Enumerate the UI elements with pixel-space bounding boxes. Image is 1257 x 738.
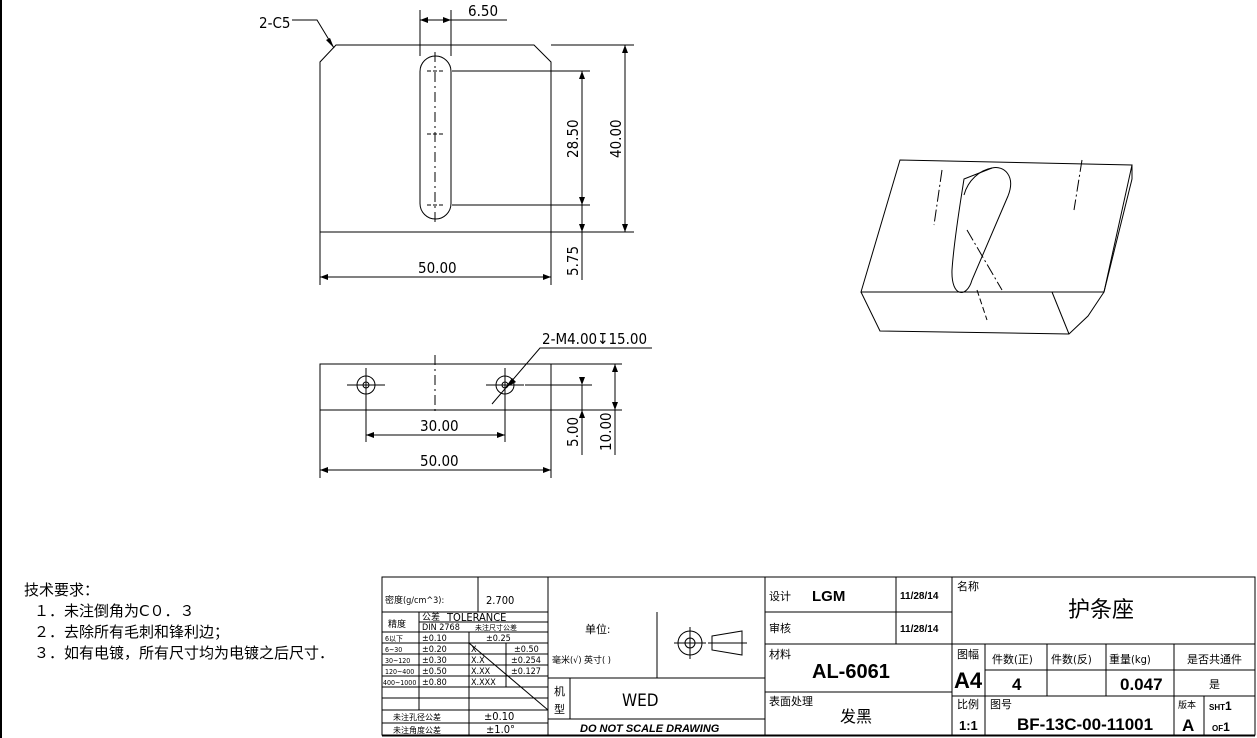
svg-text:审核: 审核 [769,621,791,635]
notes-title: 技术要求： [24,581,100,599]
dim-height: 40.00 [607,119,625,158]
note-item: ２．去除所有毛刺和锋利边； [34,623,230,641]
svg-text:±1.0°: ±1.0° [486,723,515,736]
svg-text:X.XXX: X.XXX [471,678,496,688]
sheet-size: A4 [954,668,983,693]
machine-label-2: 型 [554,702,565,716]
thread-leader [491,347,652,405]
dim-slot-length: 28.50 [564,119,582,158]
precision-label: 精度 [388,618,406,630]
revision: A [1182,716,1194,735]
of-label: OF1 [1212,720,1230,734]
svg-text:未注孔径公差: 未注孔径公差 [393,712,441,722]
scale: 1:1 [959,718,978,733]
svg-text:X.X: X.X [471,656,485,666]
svg-text:±0.254: ±0.254 [511,656,541,666]
material: AL-6061 [812,661,890,683]
svg-text:±0.10: ±0.10 [484,710,514,723]
svg-text:DIN 2768: DIN 2768 [422,623,460,633]
common-part: 是 [1209,678,1220,691]
part-name: 护条座 [1068,598,1134,623]
dim-hole-height: 5.00 [564,417,582,447]
svg-text:±0.30: ±0.30 [422,656,447,666]
dim-hole-spacing: 30.00 [420,417,459,435]
no-scale-note: DO NOT SCALE DRAWING [580,723,720,735]
svg-text:件数(反): 件数(反) [1051,653,1092,666]
svg-text:400~1000: 400~1000 [383,679,416,687]
dim-top-width: 50.00 [418,259,457,277]
unit-value: 毫米(√) 英寸( ) [552,654,611,666]
svg-text:是否共通件: 是否共通件 [1187,653,1242,666]
svg-text:X.XX: X.XX [471,667,491,677]
svg-text:6以下: 6以下 [385,635,403,643]
design-date: 11/28/14 [900,591,939,602]
svg-text:设计: 设计 [769,590,791,603]
note-item: ３．如有电镀，所有尺寸均为电镀之后尺寸． [34,644,335,662]
dim-slot-width: 6.50 [468,2,498,20]
svg-text:6~30: 6~30 [385,646,402,654]
svg-text:±0.127: ±0.127 [511,667,541,677]
machine-label-1: 机 [554,684,565,698]
isometric-view [860,159,1133,335]
svg-text:±0.80: ±0.80 [422,678,447,688]
weight: 0.047 [1120,675,1163,694]
svg-text:图号: 图号 [990,698,1012,711]
svg-text:名称: 名称 [957,579,979,593]
density-label: 密度(g/cm^3): [385,594,444,606]
svg-text:件数(正): 件数(正) [992,653,1033,666]
svg-text:表面处理: 表面处理 [769,694,813,708]
technical-requirements: 技术要求： １．未注倒角为C０．３ ２．去除所有毛刺和锋利边； ３．如有电镀，所… [24,580,334,664]
designer: LGM [812,588,845,605]
qty-pos: 4 [1012,675,1022,694]
svg-text:比例: 比例 [957,697,979,711]
iso-slot [951,167,1012,293]
chamfer-label: 2-C5 [259,14,290,32]
thread-callout: 2-M4.00↧15.00 [542,330,647,348]
svg-text:未注角度公差: 未注角度公差 [393,725,441,735]
machine-value: WED [622,691,659,711]
svg-text:±0.25: ±0.25 [486,634,511,644]
svg-text:±0.50: ±0.50 [422,667,447,677]
dim-bottom-offset: 5.75 [564,246,582,276]
title-block [381,576,1256,737]
svg-text:材料: 材料 [769,647,791,661]
top-view [292,10,634,285]
svg-text:±0.50: ±0.50 [514,645,539,655]
sheet-label: SHT1 [1209,699,1232,713]
svg-text:X: X [471,645,477,655]
tolerance-title: TOLERANCE [446,611,506,624]
drawing-number: BF-13C-00-11001 [1017,715,1153,734]
svg-text:±0.20: ±0.20 [422,645,447,655]
note-item: １．未注倒角为C０．３ [34,602,195,620]
surface-finish: 发黑 [840,707,872,726]
density-value: 2.700 [486,594,514,607]
svg-text:图幅: 图幅 [957,648,979,661]
svg-text:版本: 版本 [1178,699,1196,711]
review-date: 11/28/14 [900,624,939,635]
unit-label: 单位: [585,622,610,636]
dim-thickness: 10.00 [597,412,615,451]
projection-symbol-cone [711,630,743,656]
svg-text:未注尺寸公差: 未注尺寸公差 [475,623,517,632]
dim-side-width: 50.00 [420,452,459,470]
svg-text:重量(kg): 重量(kg) [1109,652,1151,666]
chamfer-leader [292,19,335,49]
svg-text:30~120: 30~120 [385,657,410,665]
svg-text:120~400: 120~400 [385,668,414,676]
svg-text:公差: 公差 [422,611,440,623]
svg-text:±0.10: ±0.10 [422,634,447,644]
